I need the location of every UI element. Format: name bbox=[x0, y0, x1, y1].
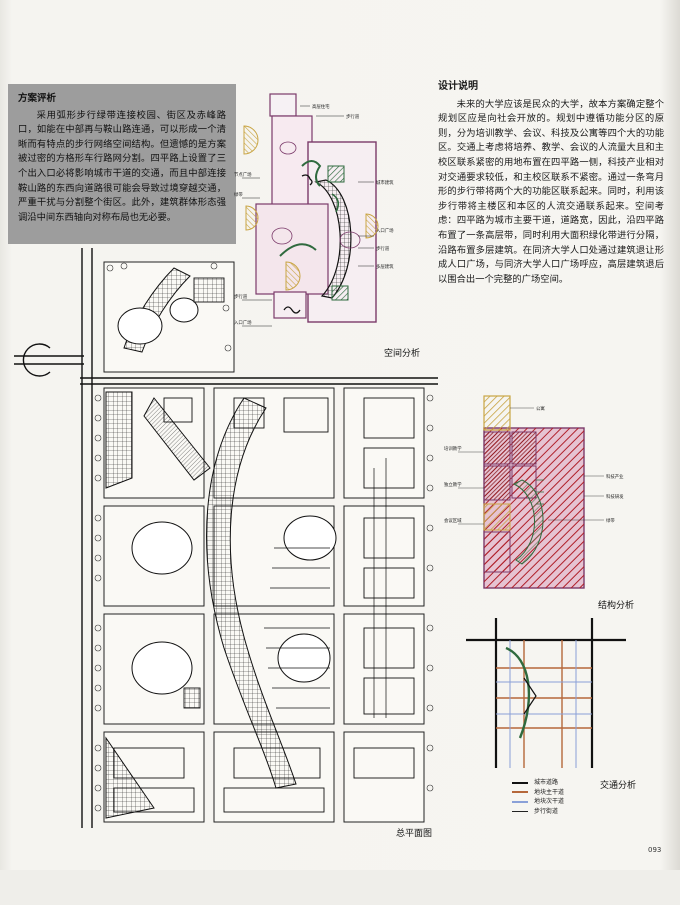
design-body: 未来的大学应该是民众的大学，故本方案确定整个规划区应是向社会开放的。规划中遵循功… bbox=[438, 98, 664, 285]
caption-space: 空间分析 bbox=[384, 349, 421, 359]
traffic-analysis-diagram bbox=[466, 618, 626, 768]
legend-label: 步行街道 bbox=[534, 807, 559, 815]
structure-analysis-diagram: 公寓 培训教学 独立教学 会议区域 科技产业 科技研发 绿带 bbox=[444, 395, 624, 589]
structure-label-1: 培训教学 bbox=[444, 445, 462, 452]
legend-label: 地块主干道 bbox=[534, 788, 565, 796]
legend-row-main-road: 地块主干道 bbox=[512, 788, 564, 798]
space-label-9: 入口广场 bbox=[234, 319, 252, 326]
design-section: 设计说明 未来的大学应该是民众的大学，故本方案确定整个规划区应是向社会开放的。规… bbox=[438, 80, 664, 287]
space-analysis-diagram: 高层住宅 步行道 节点广场 绿带 城市建筑 入口广场 步行道 多层建筑 步行道 … bbox=[234, 93, 394, 327]
legend-swatch bbox=[512, 781, 528, 784]
space-label-6: 步行道 bbox=[376, 245, 390, 252]
design-title: 设计说明 bbox=[438, 81, 478, 92]
review-box: 方案评析 采用弧形步行绿带连接校园、街区及赤峰路口，如能在中部再与鞍山路连通，可… bbox=[8, 84, 236, 244]
master-plan bbox=[14, 248, 438, 828]
legend-row-city-road: 城市道路 bbox=[512, 778, 564, 788]
structure-label-0: 公寓 bbox=[536, 405, 545, 412]
space-label-2: 节点广场 bbox=[234, 171, 252, 178]
structure-label-2: 独立教学 bbox=[444, 481, 462, 488]
review-title: 方案评析 bbox=[18, 93, 57, 104]
structure-label-5: 科技研发 bbox=[606, 493, 624, 500]
legend-row-secondary-road: 地块次干道 bbox=[512, 797, 564, 807]
space-label-8: 步行道 bbox=[234, 293, 248, 300]
legend-label: 地块次干道 bbox=[534, 798, 565, 805]
space-label-4: 城市建筑 bbox=[376, 179, 394, 186]
traffic-legend: 城市道路 地块主干道 地块次干道 步行街道 bbox=[512, 778, 564, 816]
structure-label-4: 科技产业 bbox=[606, 473, 624, 480]
legend-label: 城市道路 bbox=[534, 779, 559, 786]
space-label-0: 高层住宅 bbox=[312, 103, 330, 110]
space-label-7: 多层建筑 bbox=[376, 263, 394, 270]
caption-structure: 结构分析 bbox=[598, 601, 635, 611]
legend-swatch bbox=[512, 800, 528, 803]
space-label-1: 步行道 bbox=[346, 113, 360, 120]
structure-label-3: 会议区域 bbox=[444, 517, 462, 524]
legend-swatch bbox=[512, 791, 528, 794]
caption-traffic: 交通分析 bbox=[600, 781, 637, 791]
page-bottom-band bbox=[0, 870, 680, 905]
space-label-5: 入口广场 bbox=[376, 227, 394, 234]
review-body: 采用弧形步行绿带连接校园、街区及赤峰路口，如能在中部再与鞍山路连通，可以形成一个… bbox=[18, 109, 226, 223]
caption-masterplan: 总平面图 bbox=[396, 829, 433, 839]
page-number: 093 bbox=[648, 846, 662, 854]
structure-label-6: 绿带 bbox=[606, 517, 615, 524]
space-label-3: 绿带 bbox=[234, 191, 243, 198]
legend-swatch bbox=[512, 810, 528, 812]
legend-row-pedestrian: 步行街道 bbox=[512, 807, 564, 817]
